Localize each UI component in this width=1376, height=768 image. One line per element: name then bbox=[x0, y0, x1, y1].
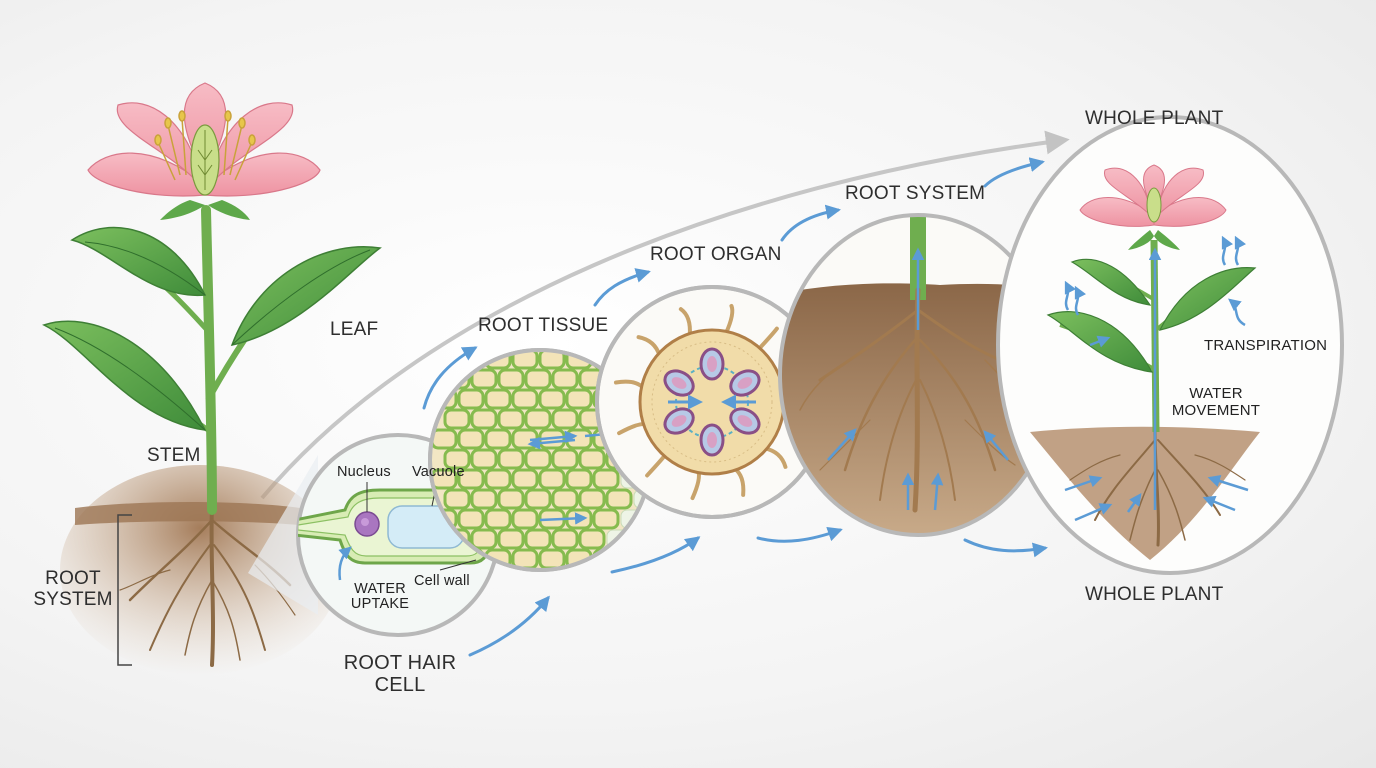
whole-plant-title-top: WHOLE PLANT bbox=[1085, 108, 1224, 129]
transpiration-label: TRANSPIRATION bbox=[1204, 337, 1328, 354]
leaf-label: LEAF bbox=[330, 319, 379, 340]
root-system-circle bbox=[778, 213, 1058, 537]
left-stem bbox=[201, 205, 217, 515]
root-system-label: ROOT SYSTEM bbox=[33, 568, 113, 610]
vacuole-label: Vacuole bbox=[412, 464, 465, 480]
left-flower bbox=[87, 82, 321, 197]
flow-arrows bbox=[422, 157, 1048, 657]
left-leaf-upper-right bbox=[230, 246, 382, 347]
nucleus-label: Nucleus bbox=[337, 464, 391, 480]
whole-plant-circle bbox=[996, 115, 1344, 575]
magnifier-wedge bbox=[248, 455, 318, 615]
overview-arc-arrow bbox=[260, 130, 1070, 500]
left-plant bbox=[42, 82, 382, 675]
water-uptake-label: WATER UPTAKE bbox=[350, 581, 410, 613]
cell-wall-label: Cell wall bbox=[414, 573, 470, 589]
left-leaf-upper-left bbox=[70, 226, 207, 296]
stem-label: STEM bbox=[147, 445, 201, 466]
root-organ-circle bbox=[595, 285, 829, 519]
root-system-bracket bbox=[117, 514, 132, 666]
root-system-title: ROOT SYSTEM bbox=[845, 183, 986, 204]
root-organ-title: ROOT ORGAN bbox=[650, 244, 782, 265]
left-leaf-lower-left bbox=[42, 320, 207, 431]
root-hair-cell-title: ROOT HAIR CELL bbox=[343, 652, 457, 696]
root-tissue-title: ROOT TISSUE bbox=[478, 315, 609, 336]
water-movement-label: WATER MOVEMENT bbox=[1171, 385, 1261, 419]
whole-plant-title-bottom: WHOLE PLANT bbox=[1085, 584, 1224, 605]
